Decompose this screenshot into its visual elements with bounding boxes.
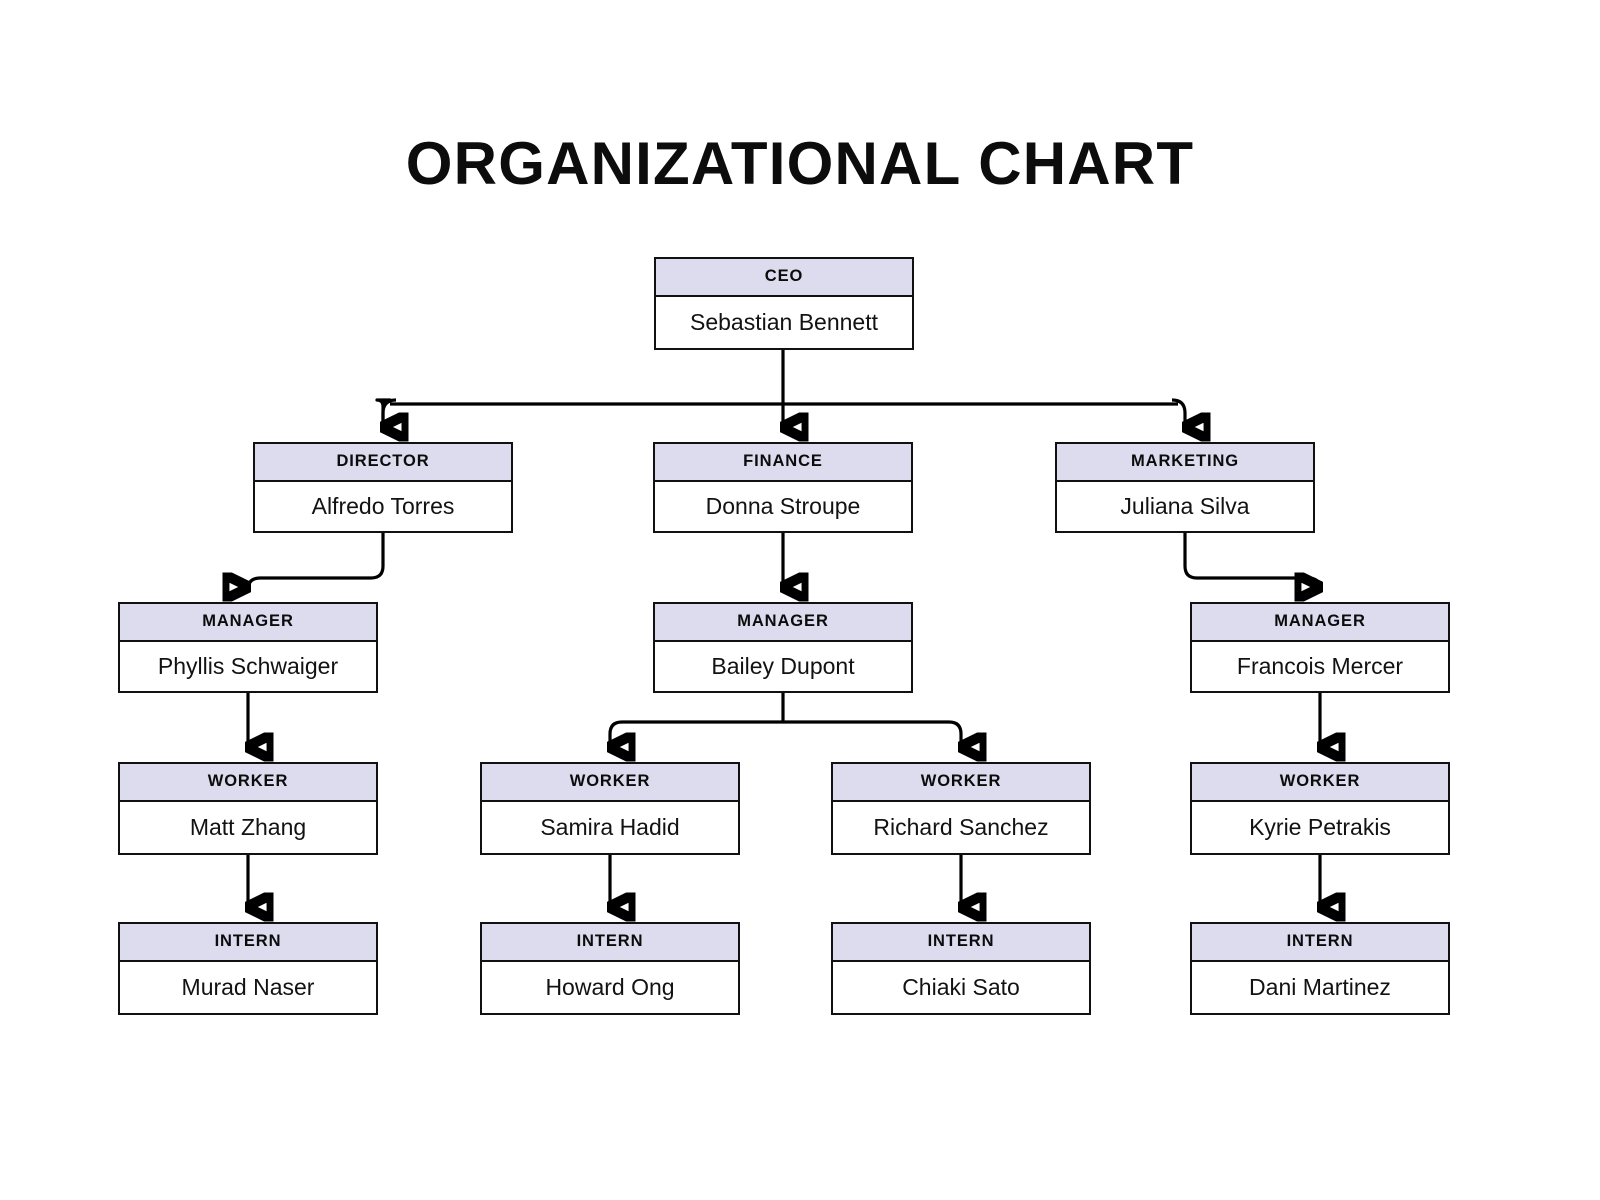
node-name-label: Sebastian Bennett: [656, 297, 912, 348]
node-worker-4[interactable]: WORKER Kyrie Petrakis: [1190, 762, 1450, 855]
node-role-label: WORKER: [1192, 764, 1448, 802]
node-name-label: Donna Stroupe: [655, 482, 911, 531]
node-director[interactable]: DIRECTOR Alfredo Torres: [253, 442, 513, 533]
node-role-label: WORKER: [120, 764, 376, 802]
node-manager-1[interactable]: MANAGER Phyllis Schwaiger: [118, 602, 378, 693]
node-name-label: Juliana Silva: [1057, 482, 1313, 531]
node-name-label: Murad Naser: [120, 962, 376, 1013]
node-manager-3[interactable]: MANAGER Francois Mercer: [1190, 602, 1450, 693]
node-marketing[interactable]: MARKETING Juliana Silva: [1055, 442, 1315, 533]
node-role-label: WORKER: [833, 764, 1089, 802]
node-name-label: Samira Hadid: [482, 802, 738, 853]
node-name-label: Bailey Dupont: [655, 642, 911, 691]
node-name-label: Phyllis Schwaiger: [120, 642, 376, 691]
edge-marketing-manager3: [1183, 533, 1320, 590]
node-manager-2[interactable]: MANAGER Bailey Dupont: [653, 602, 913, 693]
node-role-label: CEO: [656, 259, 912, 297]
page-title: ORGANIZATIONAL CHART: [405, 130, 1195, 197]
node-name-label: Dani Martinez: [1192, 962, 1448, 1013]
node-ceo[interactable]: CEO Sebastian Bennett: [654, 257, 914, 350]
node-name-label: Chiaki Sato: [833, 962, 1089, 1013]
node-name-label: Kyrie Petrakis: [1192, 802, 1448, 853]
edge-ceo-director-elbow: [383, 398, 396, 427]
node-finance[interactable]: FINANCE Donna Stroupe: [653, 442, 913, 533]
node-intern-4[interactable]: INTERN Dani Martinez: [1190, 922, 1450, 1015]
node-name-label: Alfredo Torres: [255, 482, 511, 531]
node-role-label: INTERN: [833, 924, 1089, 962]
node-role-label: MANAGER: [120, 604, 376, 642]
edge-director-manager1: [248, 533, 385, 590]
edge-ceo-director: [375, 398, 390, 427]
node-role-label: WORKER: [482, 764, 738, 802]
node-name-label: Richard Sanchez: [833, 802, 1089, 853]
node-name-label: Matt Zhang: [120, 802, 376, 853]
edge-ceo-marketing-elbow: [1171, 398, 1185, 427]
node-role-label: DIRECTOR: [255, 444, 511, 482]
node-name-label: Francois Mercer: [1192, 642, 1448, 691]
edge-manager2-worker2: [610, 720, 622, 747]
node-intern-3[interactable]: INTERN Chiaki Sato: [831, 922, 1091, 1015]
node-role-label: INTERN: [120, 924, 376, 962]
node-role-label: FINANCE: [655, 444, 911, 482]
node-name-label: Howard Ong: [482, 962, 738, 1013]
node-intern-2[interactable]: INTERN Howard Ong: [480, 922, 740, 1015]
node-role-label: MANAGER: [1192, 604, 1448, 642]
node-role-label: MANAGER: [655, 604, 911, 642]
node-worker-1[interactable]: WORKER Matt Zhang: [118, 762, 378, 855]
node-role-label: INTERN: [1192, 924, 1448, 962]
node-worker-2[interactable]: WORKER Samira Hadid: [480, 762, 740, 855]
node-role-label: MARKETING: [1057, 444, 1313, 482]
node-role-label: INTERN: [482, 924, 738, 962]
node-intern-1[interactable]: INTERN Murad Naser: [118, 922, 378, 1015]
node-worker-3[interactable]: WORKER Richard Sanchez: [831, 762, 1091, 855]
edge-manager2-worker3: [948, 720, 961, 747]
